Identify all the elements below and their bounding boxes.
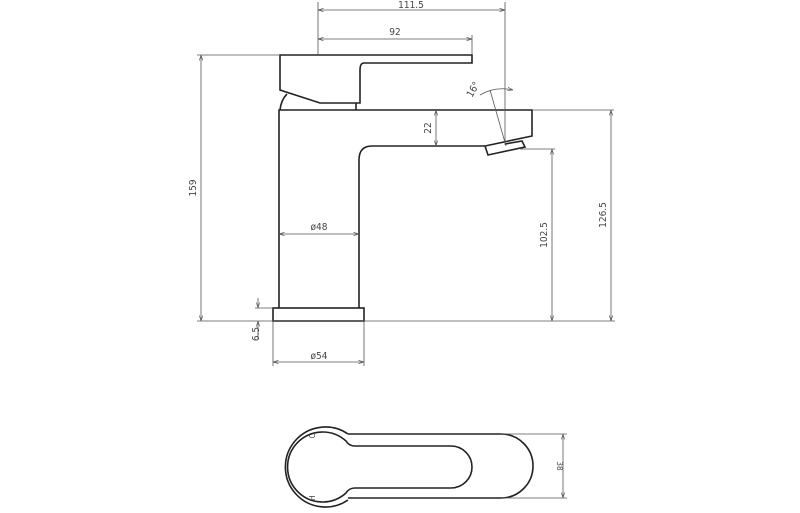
top-view: C H 38 (284, 426, 567, 508)
dim-total-height: 159 (188, 179, 199, 196)
top-inner-outline (286, 431, 473, 503)
dim-handle-angle: 16° (465, 80, 483, 99)
body-and-spout (278, 109, 533, 308)
top-outer-outline (284, 426, 534, 508)
cartridge-cap (279, 93, 357, 111)
dim-base-height: 6.5 (251, 327, 262, 341)
dim-handle-length: 92 (389, 27, 400, 38)
dim-spout-height: 126.5 (598, 202, 609, 228)
cold-label: C (308, 433, 317, 438)
dim-body-diameter: ø48 (311, 222, 328, 233)
base-plate (272, 307, 365, 322)
side-view (272, 54, 533, 322)
hot-label: H (308, 495, 317, 500)
dimensions: 111.5 92 159 16° 22 126.5 102.5 ø48 ø54 (188, 0, 615, 366)
dim-overall-reach: 111.5 (398, 0, 424, 11)
dim-top-width: 38 (555, 461, 564, 471)
handle-lever (279, 54, 473, 104)
aerator (484, 140, 527, 156)
dim-base-diameter: ø54 (311, 351, 328, 362)
dim-outlet-height: 102.5 (539, 222, 550, 248)
dim-spout-thickness: 22 (423, 122, 434, 133)
